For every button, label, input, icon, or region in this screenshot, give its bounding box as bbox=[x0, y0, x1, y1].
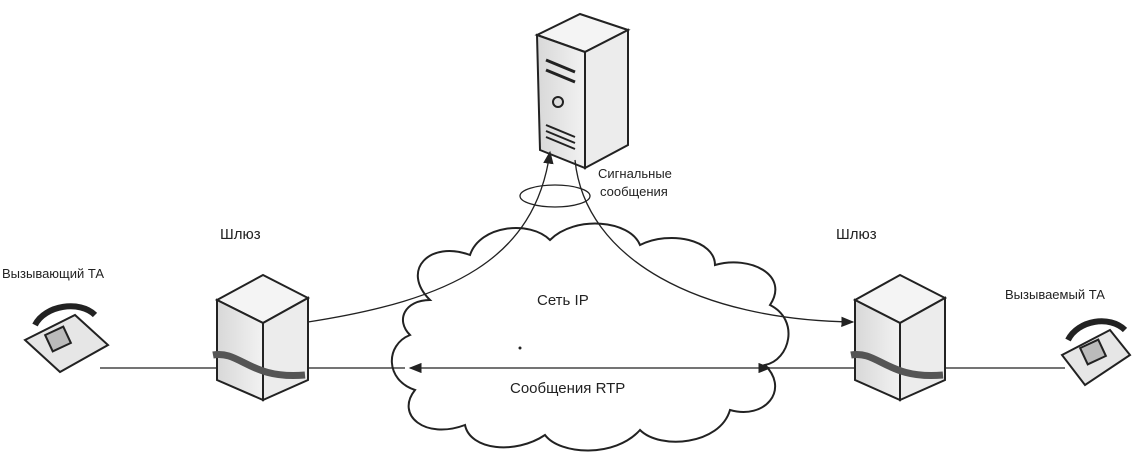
signal-label-2: сообщения bbox=[600, 184, 668, 199]
callee-phone-icon bbox=[1060, 318, 1132, 387]
signal-path-left bbox=[307, 150, 554, 323]
ip-network-cloud bbox=[390, 222, 790, 452]
gateway-left bbox=[212, 273, 311, 402]
signal-path-right bbox=[574, 159, 855, 328]
gateway-right-label: Шлюз bbox=[836, 226, 877, 243]
signaling-server bbox=[534, 12, 631, 170]
caller-label: Вызывающий ТА bbox=[2, 266, 105, 281]
signal-label-1: Сигнальные bbox=[598, 166, 672, 181]
signal-bundle-ellipse bbox=[519, 184, 591, 208]
gateway-right bbox=[850, 273, 948, 402]
gateway-left-label: Шлюз bbox=[220, 226, 261, 243]
rtp-label: Сообщения RTP bbox=[510, 380, 626, 397]
caller-phone-icon bbox=[23, 303, 110, 374]
network-label: Сеть IP bbox=[537, 292, 589, 309]
callee-label: Вызываемый ТА bbox=[1005, 287, 1105, 302]
